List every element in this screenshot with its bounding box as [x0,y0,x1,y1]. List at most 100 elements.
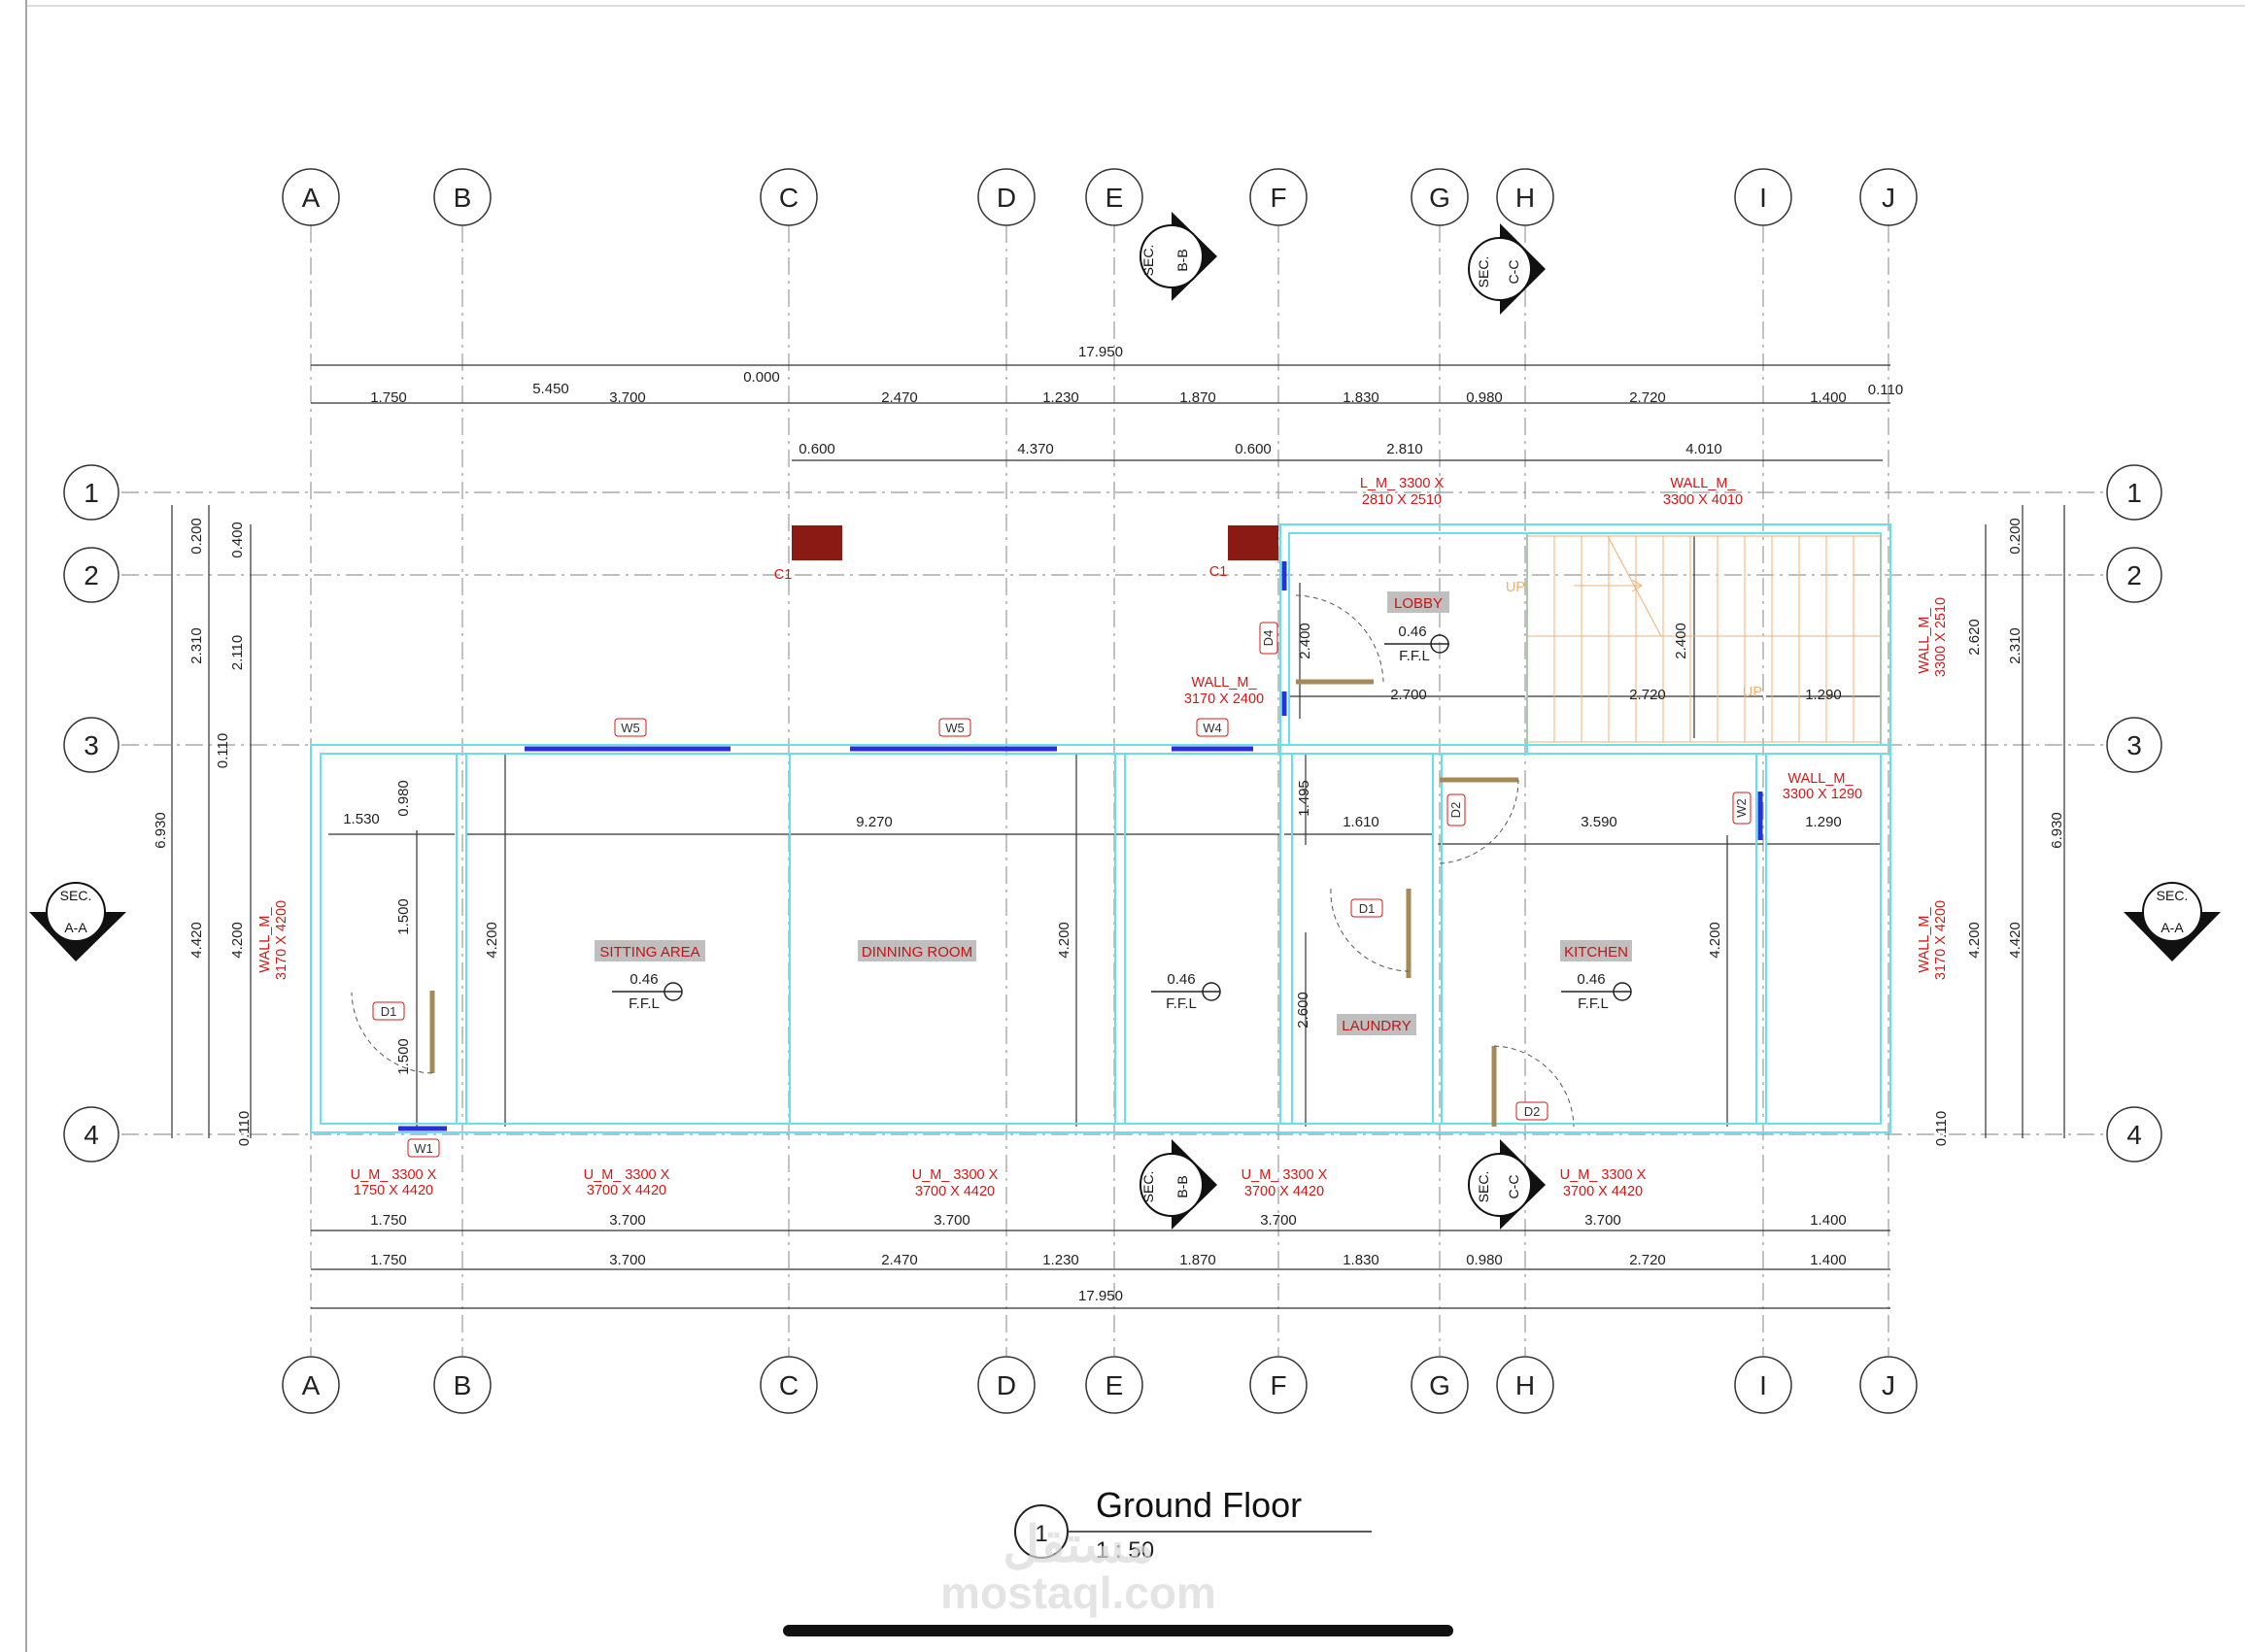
wall-lobby-1: WALL_M_ [1191,675,1257,691]
wall-bot-5b: 3700 X 4420 [1563,1184,1643,1199]
grid-bubble-row-4-right: 4 [2106,1106,2162,1163]
grid-bubble-C-bottom: C [760,1356,818,1414]
grid-label-E: E [1105,183,1124,213]
grid-bubble-row-1-left: 1 [63,464,119,521]
tag-d1-b: D1 [1359,901,1376,916]
grid-bubble-F-top: F [1249,168,1308,226]
grid-label-F: F [1270,1370,1286,1400]
dim-top-2: 5.450 [532,381,569,397]
level-mid-value: 0.46 [1167,971,1195,988]
dim-int-stair-h: 2.400 [1673,623,1689,659]
dim-left-4: 2.110 [229,635,246,670]
grid-label-row-4: 4 [2126,1120,2142,1150]
stairs [1526,535,1882,743]
tag-d2-b: D2 [1524,1104,1541,1119]
grid-label-row-1: 1 [2126,478,2142,508]
wall-bot-4b: 3700 X 4420 [1244,1184,1324,1199]
dim-top2-4: 2.810 [1386,441,1423,457]
dim-right-7: 0.110 [1933,1111,1950,1146]
dim-int-1290b: 1.290 [1805,814,1842,830]
wall-bot-1a: U_M_ 3300 X [351,1167,437,1183]
dim-bot1-4: 3.700 [1260,1212,1297,1229]
dimension-lines [171,364,2065,1309]
grid-bubble-B-top: B [433,168,492,226]
grid-label-C: C [779,1370,799,1400]
section-cc-bot-sec: SEC. [1476,1171,1491,1203]
dim-top-1: 1.750 [370,389,407,406]
wall-kitchen-2: 3300 X 1290 [1783,787,1862,802]
wall-bot-2a: U_M_ 3300 X [584,1167,670,1183]
watermark-logo: مستقل [1003,1517,1154,1573]
section-bb-top-label: B-B [1174,249,1190,271]
grid-bubble-A-top: A [282,168,340,226]
grid-label-row-3: 3 [2126,730,2142,760]
dim-int-4200c: 4.200 [1707,922,1723,959]
grid-label-row-3: 3 [84,730,99,760]
wall-bot-2b: 3700 X 4420 [587,1183,666,1198]
grid-bubble-C-top: C [760,168,818,226]
dim-top-6: 1.870 [1179,389,1216,406]
grid-bubble-row-2-right: 2 [2106,547,2162,603]
grid-bubble-H-bottom: H [1496,1356,1554,1414]
dim-bot1-2: 3.700 [609,1212,646,1229]
grid-label-G: G [1429,183,1450,213]
grid-label-D: D [997,1370,1016,1400]
room-dinning-room: DINNING ROOM [862,944,972,961]
structural-columns [792,525,1278,560]
grid-bubble-I-top: I [1734,168,1792,226]
level-kitchen-value: 0.46 [1577,971,1605,988]
section-aa-left-sec: SEC. [60,888,92,903]
level-lobby-label: F.F.L [1399,648,1430,664]
wall-bot-1b: 1750 X 4420 [354,1183,433,1198]
grid-bubble-H-top: H [1496,168,1554,226]
dim-int-4200b: 4.200 [1056,922,1072,959]
tag-d4: D4 [1261,630,1276,647]
tag-w4: W4 [1203,721,1222,735]
dim-top-7: 1.830 [1343,389,1379,406]
dim-right-1: 0.200 [2007,518,2024,555]
dim-left-2: 0.400 [229,522,246,558]
dim-int-1610: 1.610 [1343,814,1379,830]
wall-kitchen-1: WALL_M_ [1787,771,1854,787]
dim-int-stair-w: 2.720 [1629,687,1666,703]
tag-w1: W1 [414,1141,433,1156]
grid-bubble-row-4-left: 4 [63,1106,119,1163]
room-lobby: LOBBY [1394,595,1443,612]
dim-top-4: 2.470 [881,389,918,406]
grid-bubble-row-3-left: 3 [63,717,119,773]
watermark: مستقل mostaql.com [940,1517,1216,1618]
dim-int-stair-w2: 1.290 [1805,687,1842,703]
wall-left-2: 3170 X 4200 [274,900,289,980]
dim-bot-total: 17.950 [1078,1288,1123,1304]
section-aa-left-label: A-A [64,920,87,935]
grid-label-G: G [1429,1370,1450,1400]
section-aa-right-label: A-A [2160,920,2184,935]
dim-bot1-3: 3.700 [934,1212,970,1229]
grid-label-row-4: 4 [84,1120,99,1150]
walls [310,523,1891,1133]
tag-d1-a: D1 [381,1004,397,1019]
grid-label-E: E [1105,1370,1124,1400]
grid-label-A: A [302,183,321,213]
dim-top-zero: 0.000 [743,369,780,386]
grid-bubble-J-bottom: J [1859,1356,1918,1414]
dim-top2-3: 0.600 [1235,441,1272,457]
grid-bubble-J-top: J [1859,168,1918,226]
dim-right-5: 4.420 [2007,922,2024,959]
dim-top-10: 1.400 [1810,389,1847,406]
wall-top-l1: L_M_ 3300 X [1360,476,1445,491]
wall-right-bot-2: 3170 X 4200 [1933,900,1949,980]
section-bb-top-sec: SEC. [1140,245,1156,277]
tag-w2: W2 [1734,798,1749,818]
grid-bubble-row-2-left: 2 [63,547,119,603]
wall-bot-4a: U_M_ 3300 X [1242,1167,1328,1183]
grid-label-I: I [1759,1370,1767,1400]
room-laundry: LAUNDRY [1342,1018,1411,1034]
grid-label-J: J [1882,183,1895,213]
tag-up-1: UP [1506,580,1525,595]
dim-bot2-9: 1.400 [1810,1252,1847,1268]
grid-label-C: C [779,183,799,213]
dim-int-lobby-w: 2.700 [1390,687,1427,703]
grid-label-row-2: 2 [84,560,99,590]
room-sitting-area: SITTING AREA [599,944,699,961]
